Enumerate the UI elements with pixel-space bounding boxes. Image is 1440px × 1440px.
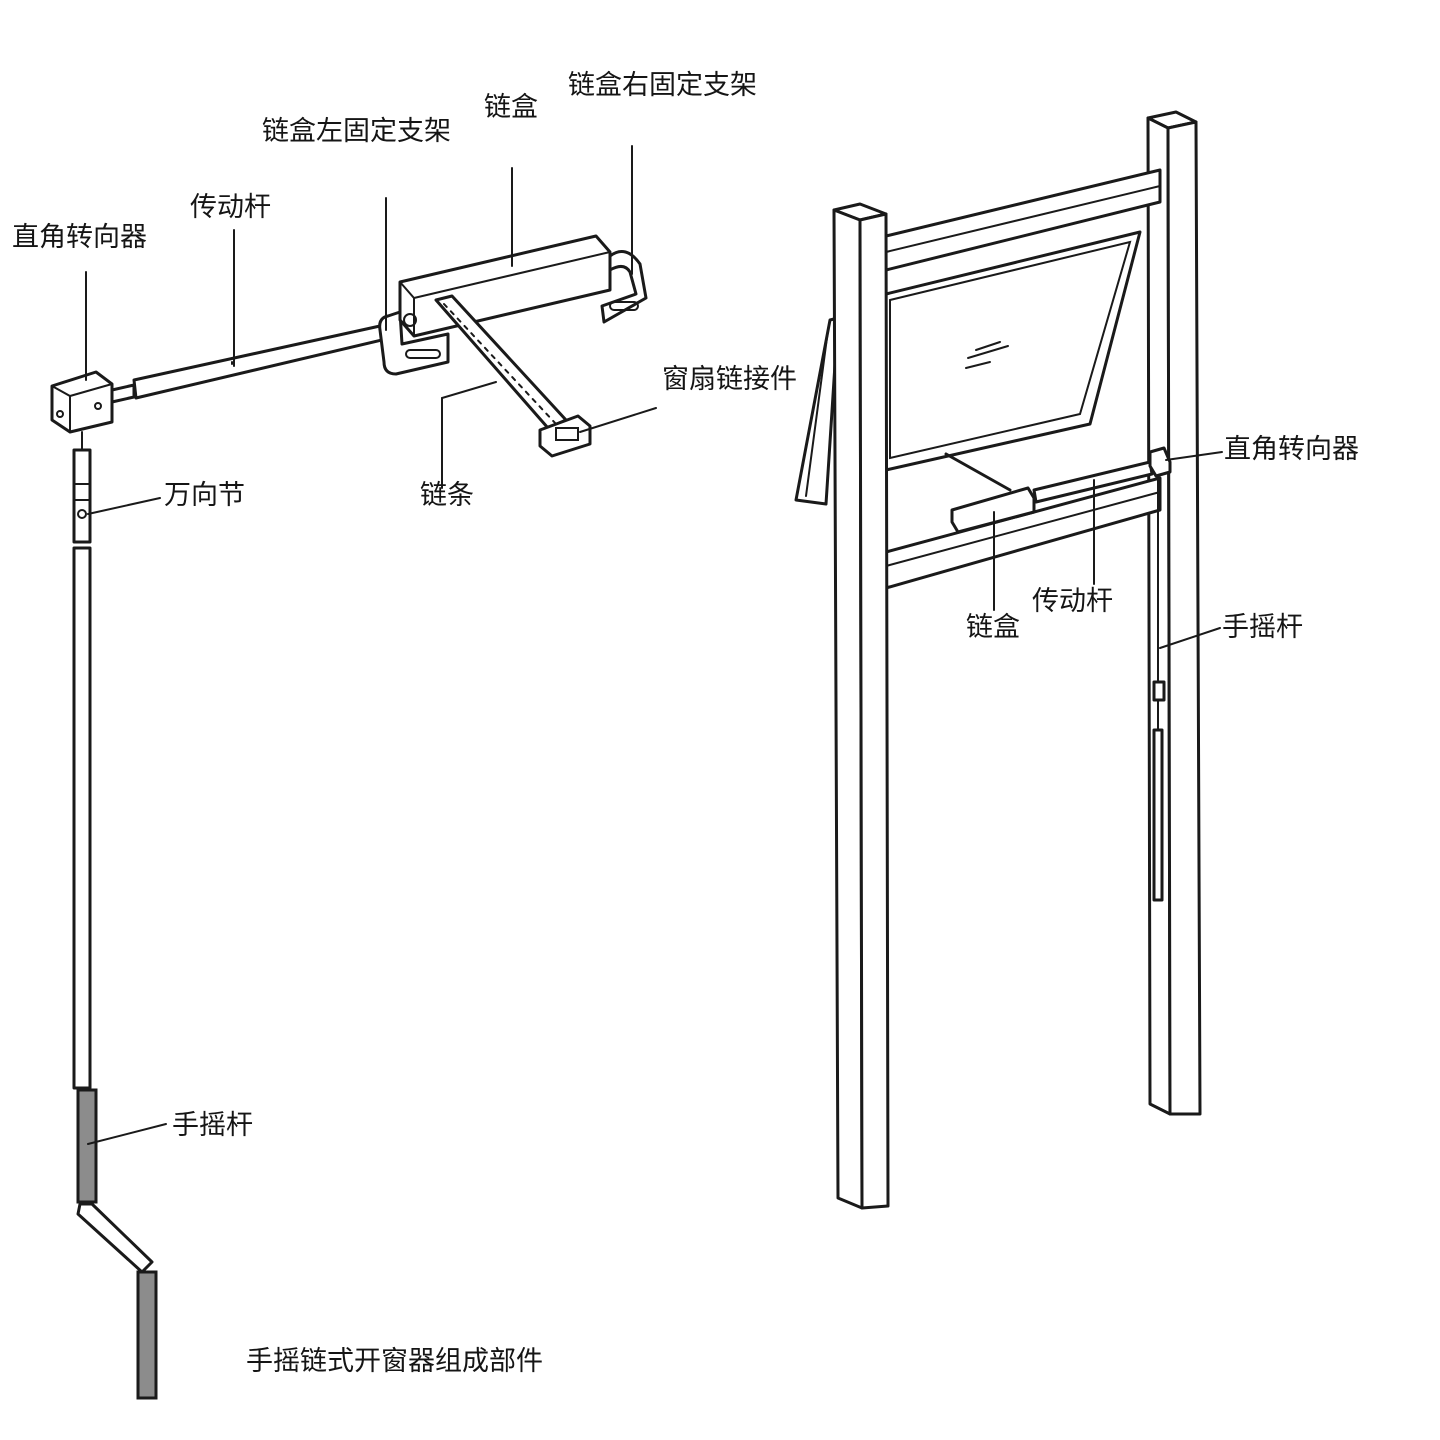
left-exploded-view [50, 234, 648, 1400]
left-post [832, 202, 890, 1210]
crank-handle-part [72, 546, 158, 1400]
label-chain-box-right-bracket: 链盒右固定支架 [568, 70, 757, 101]
diagram-caption: 手摇链式开窗器组成部件 [246, 1346, 543, 1377]
universal-joint-part [72, 431, 92, 544]
label-right-angle-turner-installed: 直角转向器 [1224, 434, 1359, 465]
right-post [1146, 110, 1202, 1116]
chain-box-right-bracket-part [600, 250, 648, 324]
label-right-angle-turner: 直角转向器 [12, 222, 147, 253]
label-crank-handle: 手摇杆 [172, 1110, 253, 1141]
chain-box-left-bracket-part [378, 310, 450, 376]
label-drive-rod-installed: 传动杆 [1032, 586, 1113, 617]
window-frame [884, 230, 1142, 472]
right-angle-turner-part [50, 370, 114, 434]
label-crank-handle-installed: 手摇杆 [1222, 612, 1303, 643]
left-leader-lines [85, 145, 657, 1145]
window-sash-open [794, 316, 840, 506]
installed-mechanism [944, 446, 1172, 902]
label-universal-joint: 万向节 [164, 480, 245, 511]
label-chain-box: 链盒 [484, 92, 538, 123]
label-chain-box-installed: 链盒 [966, 612, 1020, 643]
right-installed-view [794, 110, 1202, 1210]
label-sash-connector: 窗扇链接件 [662, 364, 797, 395]
label-drive-rod: 传动杆 [190, 192, 271, 223]
drive-rod-part [110, 324, 384, 404]
label-chain: 链条 [420, 480, 474, 511]
label-chain-box-left-bracket: 链盒左固定支架 [262, 116, 451, 147]
sash-connector-part [538, 414, 592, 458]
chain-box-part [398, 234, 612, 338]
right-leader-lines [993, 451, 1223, 649]
